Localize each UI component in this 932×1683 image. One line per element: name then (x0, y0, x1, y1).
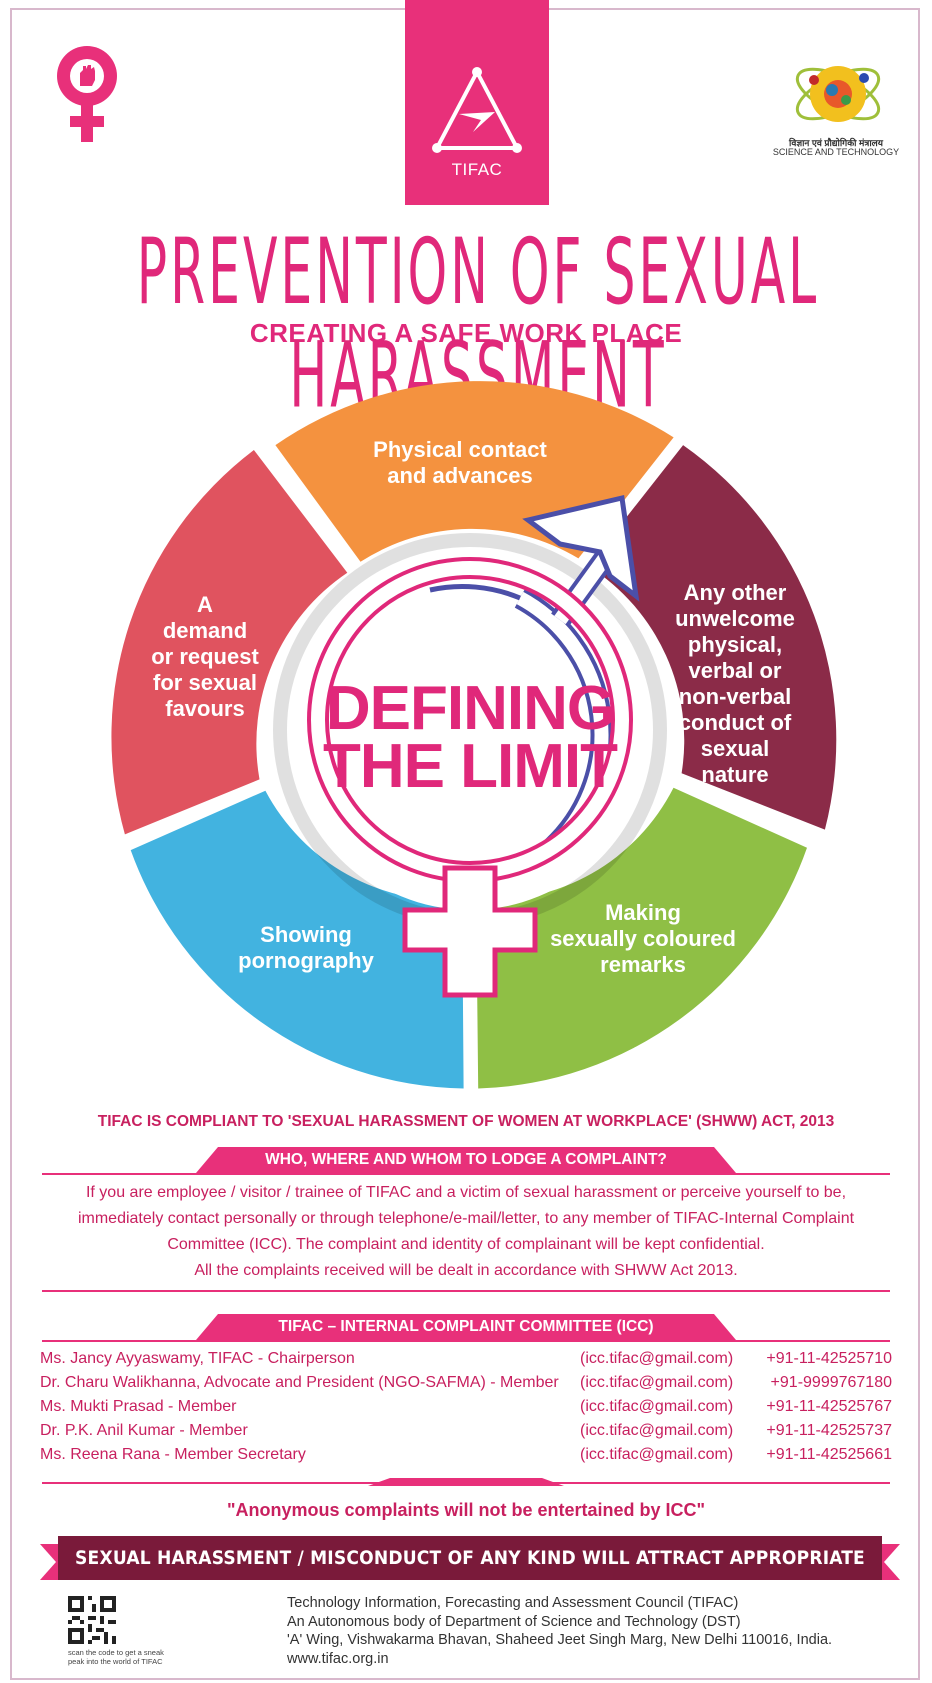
tifac-logo-text: TIFAC (451, 160, 503, 179)
segment-label-line: unwelcome (675, 606, 795, 631)
footer-org-name: Technology Information, Forecasting and … (287, 1595, 739, 1611)
dst-english-text: SCIENCE AND TECHNOLOGY (772, 147, 900, 157)
wheel-segment-unwelcome-conduct (588, 445, 837, 830)
center-title-line-1: DEFINING (325, 674, 615, 743)
segment-label-line: sexual (700, 736, 770, 761)
divider (42, 1290, 890, 1292)
qr-code-icon[interactable] (68, 1596, 116, 1644)
footer-affiliation: An Autonomous body of Department of Scie… (287, 1613, 741, 1630)
member-phone: +91-11-42525737 (766, 1422, 892, 1439)
dst-logo-icon (795, 66, 881, 122)
complaint-line: All the complaints received will be deal… (194, 1262, 738, 1279)
member-email[interactable]: (icc.tifac@gmail.com) (580, 1350, 734, 1367)
defining-limit-wheel (111, 381, 837, 1089)
member-phone: +91-11-42525710 (766, 1350, 892, 1367)
segment-label-line: sexually coloured (550, 926, 736, 951)
segment-label-physical-contact: Physical contact and advances (340, 437, 580, 489)
member-phone: +91-11-42525661 (766, 1446, 892, 1463)
segment-label-line: nature (701, 762, 769, 787)
women-power-icon (57, 46, 117, 142)
compliance-statement: TIFAC IS COMPLIANT TO 'SEXUAL HARASSMENT… (97, 1113, 835, 1130)
wheel-segment-pornography (130, 790, 464, 1089)
segment-label-line: physical, (687, 632, 783, 657)
segment-label-line: or request (151, 644, 259, 669)
committee-member-row: Ms. Reena Rana - Member Secretary (icc.t… (40, 1446, 892, 1470)
segment-label-line: pornography (238, 948, 374, 973)
qr-caption: scan the code to get a sneak peak into t… (68, 1648, 164, 1666)
dst-hindi-text: विज्ञान एवं प्रौद्योगिकी मंत्रालय (788, 138, 883, 148)
member-email[interactable]: (icc.tifac@gmail.com) (580, 1422, 734, 1439)
divider (42, 1482, 890, 1484)
tifac-triangle-icon (432, 67, 522, 153)
complaint-heading-banner: WHO, WHERE AND WHOM TO LODGE A COMPLAINT… (196, 1147, 736, 1173)
member-name: Ms. Jancy Ayyaswamy, TIFAC - Chairperson (40, 1350, 355, 1367)
wheel-center-title: DEFINING THE LIMIT (300, 674, 640, 801)
divider (42, 1340, 890, 1342)
disciplinary-ribbon: SEXUAL HARASSMENT / MISCONDUCT OF ANY KI… (40, 1536, 900, 1613)
member-name: Ms. Mukti Prasad - Member (40, 1398, 237, 1415)
segment-label-line: Making (605, 900, 681, 925)
footer-address: Technology Information, Forecasting and … (287, 1594, 847, 1668)
segment-label-line: Any other (683, 580, 787, 605)
segment-label-line: Physical contact (373, 437, 547, 462)
tifac-logo-box (405, 0, 549, 205)
segment-label-line: and advances (387, 463, 533, 488)
member-email[interactable]: (icc.tifac@gmail.com) (580, 1374, 734, 1391)
member-email[interactable]: (icc.tifac@gmail.com) (580, 1398, 734, 1415)
segment-label-line: conduct of (678, 710, 792, 735)
segment-label-line: Showing (260, 922, 352, 947)
segment-label-line: for sexual (153, 670, 257, 695)
anonymous-complaints-note: "Anonymous complaints will not be entert… (226, 1500, 706, 1520)
wheel-segment-sexual-favours (111, 450, 348, 835)
committee-member-row: Dr. Charu Walikhanna, Advocate and Presi… (40, 1374, 892, 1398)
member-name: Dr. Charu Walikhanna, Advocate and Presi… (40, 1374, 559, 1391)
segment-label-line: verbal or (688, 658, 782, 683)
segment-label-pornography: Showing pornography (216, 922, 396, 974)
committee-heading-banner: TIFAC – INTERNAL COMPLAINT COMMITTEE (IC… (196, 1314, 736, 1340)
member-name: Dr. P.K. Anil Kumar - Member (40, 1422, 248, 1439)
segment-label-line: demand (162, 618, 248, 643)
segment-label-remarks: Making sexually coloured remarks (528, 900, 758, 978)
member-phone: +91-11-42525767 (766, 1398, 892, 1415)
complaint-line: immediately contact personally or throug… (77, 1210, 855, 1227)
segment-label-line: non-verbal (678, 684, 792, 709)
member-name: Ms. Reena Rana - Member Secretary (40, 1446, 306, 1463)
center-title-line-2: THE LIMIT (322, 732, 618, 801)
segment-label-line: favours (165, 696, 245, 721)
committee-member-row: Dr. P.K. Anil Kumar - Member (icc.tifac@… (40, 1422, 892, 1446)
committee-member-row: Ms. Mukti Prasad - Member (icc.tifac@gma… (40, 1398, 892, 1422)
wheel-segment-sexually-coloured-remarks (476, 787, 807, 1089)
segment-label-line: A (197, 592, 213, 617)
complaint-instructions: If you are employee / visitor / trainee … (40, 1180, 892, 1284)
member-phone: +91-9999767180 (770, 1374, 892, 1391)
committee-member-row: Ms. Jancy Ayyaswamy, TIFAC - Chairperson… (40, 1350, 892, 1374)
complaint-line: If you are employee / visitor / trainee … (85, 1184, 847, 1201)
segment-label-sexual-favours: A demand or request for sexual favours (135, 592, 275, 722)
committee-members-list: Ms. Jancy Ayyaswamy, TIFAC - Chairperson… (40, 1350, 892, 1470)
sub-title: CREATING A SAFE WORK PLACE (249, 318, 683, 348)
complaint-line: Committee (ICC). The complaint and ident… (167, 1236, 765, 1253)
divider (42, 1173, 890, 1175)
disciplinary-warning: SEXUAL HARASSMENT / MISCONDUCT OF ANY KI… (58, 1536, 882, 1613)
segment-label-unwelcome-conduct: Any other unwelcome physical, verbal or … (660, 580, 810, 788)
female-symbol-icon (307, 557, 633, 998)
segment-label-line: remarks (600, 952, 686, 977)
footer-address-line: 'A' Wing, Vishwakarma Bhavan, Shaheed Je… (287, 1632, 833, 1648)
member-email[interactable]: (icc.tifac@gmail.com) (580, 1446, 734, 1463)
footer-website-link[interactable]: www.tifac.org.in (287, 1650, 389, 1667)
